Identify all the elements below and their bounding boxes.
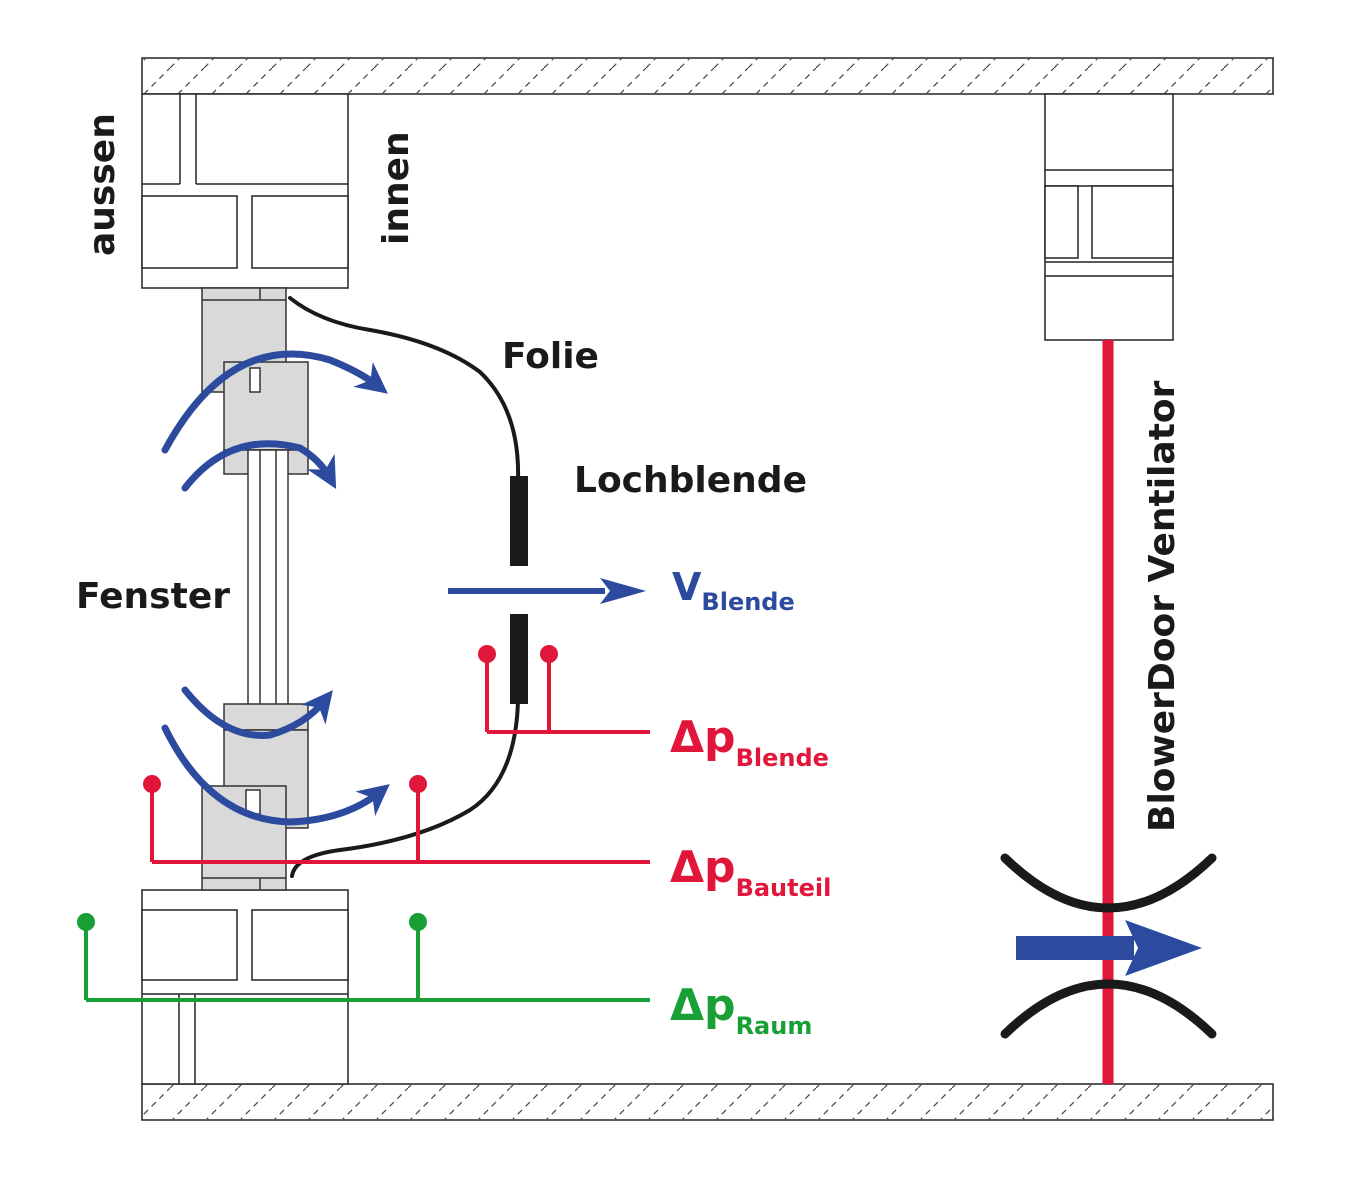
orifice-flow-arrow [448, 578, 646, 604]
pressure-tap-raum [77, 913, 650, 1002]
pressure-tap-blende [478, 645, 650, 734]
dp-bauteil-subscript: Bauteil [736, 874, 832, 902]
label-dp-bauteil: ΔpBauteil [670, 842, 831, 902]
floor-slab [141, 1083, 1274, 1121]
blowerdoor-ventilator [1000, 340, 1217, 1084]
dp-raum-subscript: Raum [736, 1012, 813, 1040]
flow-subscript: Blende [701, 588, 794, 616]
upper-wall-block [141, 93, 349, 289]
flow-symbol: V [672, 565, 702, 609]
lower-wall-block [141, 889, 349, 1085]
dp-bauteil-symbol: Δp [670, 842, 736, 893]
orifice-plate [510, 476, 528, 704]
label-folie: Folie [502, 336, 599, 377]
ceiling-slab [141, 57, 1274, 95]
label-innen: innen [376, 131, 417, 245]
foil-membrane [288, 296, 521, 878]
window-frame [201, 287, 309, 891]
dp-blende-subscript: Blende [736, 744, 829, 772]
dp-blende-symbol: Δp [670, 712, 736, 763]
label-aussen: aussen [82, 113, 123, 256]
label-lochblende: Lochblende [574, 460, 807, 501]
ventilator-wall-block [1044, 93, 1174, 341]
leakage-airflow-arrows [161, 350, 390, 826]
label-flow-blende: VBlende [672, 565, 795, 616]
label-dp-raum: ΔpRaum [670, 980, 812, 1040]
dp-raum-symbol: Δp [670, 980, 736, 1031]
pressure-tap-bauteil [143, 775, 650, 864]
label-blowerdoor-ventilator: BlowerDoor Ventilator [1142, 380, 1183, 832]
label-fenster: Fenster [76, 576, 230, 617]
label-dp-blende: ΔpBlende [670, 712, 829, 772]
